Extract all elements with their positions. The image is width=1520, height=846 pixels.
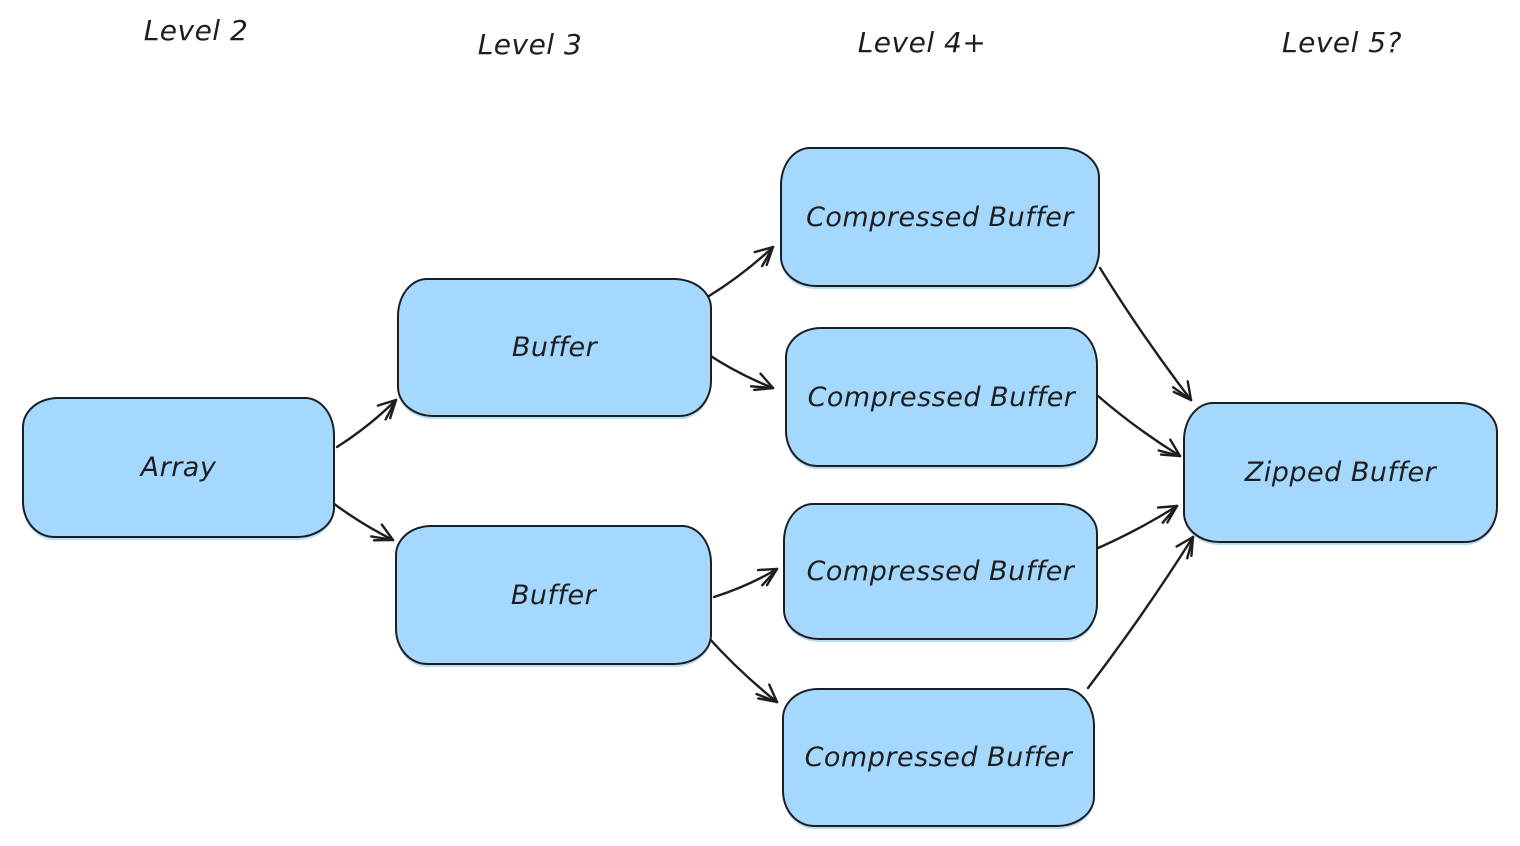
node-compressed-buffer-3-label: Compressed Buffer [806, 556, 1075, 587]
node-array[interactable]: Array [22, 397, 335, 538]
column-header-level-3: Level 3 [477, 28, 583, 61]
column-header-level-5: Level 5? [1282, 26, 1402, 59]
node-compressed-buffer-2-label: Compressed Buffer [807, 381, 1076, 413]
node-compressed-buffer-2[interactable]: Compressed Buffer [785, 327, 1098, 467]
node-compressed-buffer-4[interactable]: Compressed Buffer [782, 688, 1095, 827]
node-buffer-2-label: Buffer [510, 579, 597, 611]
node-compressed-buffer-4-label: Compressed Buffer [804, 742, 1073, 773]
node-zipped-buffer[interactable]: Zipped Buffer [1183, 402, 1498, 543]
node-buffer-1-label: Buffer [511, 332, 598, 363]
column-header-level-4: Level 4+ [857, 26, 987, 59]
column-header-level-2: Level 2 [143, 14, 249, 47]
node-buffer-2[interactable]: Buffer [395, 525, 712, 665]
node-compressed-buffer-1[interactable]: Compressed Buffer [780, 147, 1100, 287]
node-compressed-buffer-3[interactable]: Compressed Buffer [783, 503, 1098, 640]
node-buffer-1[interactable]: Buffer [397, 278, 712, 417]
node-array-label: Array [140, 452, 217, 483]
node-zipped-buffer-label: Zipped Buffer [1244, 457, 1437, 488]
node-compressed-buffer-1-label: Compressed Buffer [806, 201, 1074, 233]
